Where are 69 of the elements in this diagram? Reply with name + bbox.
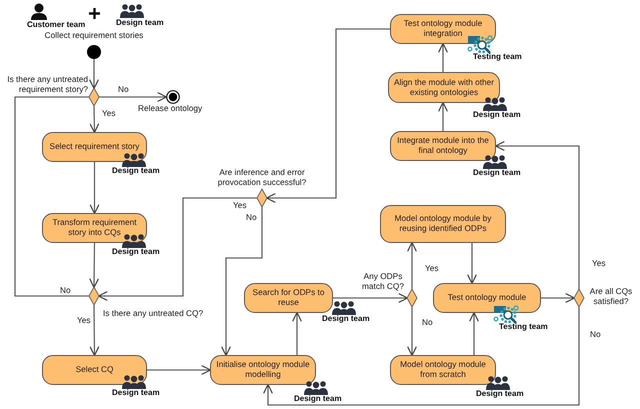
team-label: Design team	[473, 168, 521, 177]
team-label: Design team	[112, 247, 160, 256]
edge-label: No	[246, 212, 257, 222]
arrow	[468, 312, 480, 355]
decision-diamond	[257, 189, 267, 207]
initial-node	[87, 45, 101, 59]
arrow	[494, 140, 580, 289]
team-label: Testing team	[473, 52, 522, 61]
team-label: Design team	[322, 314, 370, 323]
arrow	[292, 312, 302, 355]
arrow	[266, 28, 390, 204]
activity-box: Integrate module into the final ontology	[390, 131, 496, 161]
activity-box: Align the module with other existing ontologies	[388, 72, 500, 103]
team-label: Design team	[473, 110, 521, 119]
edge-label: Yes	[592, 258, 606, 268]
decision-question: Are all CQs satisfied?	[588, 287, 634, 306]
activity-box: Search for ODPs to reuse	[244, 283, 333, 313]
arrow	[98, 197, 257, 302]
decision-question: Is there any untreated requirement story?	[6, 75, 88, 94]
activity-box: Transform requirement story into CQs	[42, 213, 147, 243]
node-caption: Collect requirement stories	[44, 31, 144, 41]
arrow	[333, 292, 408, 304]
decision-diamond	[89, 287, 99, 305]
decision-diamond	[89, 88, 99, 106]
team-label: Design team	[112, 388, 160, 397]
decision-diamond	[407, 289, 417, 307]
arrow	[262, 307, 580, 406]
arrow	[220, 207, 263, 356]
edge-label: Yes	[77, 315, 91, 325]
activity-box: Test ontology module	[433, 283, 541, 313]
arrow	[88, 59, 100, 90]
arrow	[89, 305, 100, 356]
edge-label: Yes	[233, 200, 247, 210]
edge-label: Yes	[102, 108, 116, 118]
activity-box: Select requirement story	[42, 132, 147, 162]
team-label: Design team	[476, 389, 524, 398]
activity-box: Model ontology module from scratch	[390, 355, 496, 385]
node-caption: Release ontology	[138, 104, 204, 114]
decision-question: Are inference and error provocation successful?	[216, 168, 308, 188]
arrow	[406, 242, 418, 289]
arrow	[89, 162, 100, 214]
team-label: Design team	[294, 394, 342, 403]
arrow	[89, 243, 100, 288]
final-node	[166, 90, 180, 104]
arrow	[466, 243, 478, 284]
arrow	[147, 364, 212, 376]
activity-box: Model ontology module by reusing identified ODPs	[380, 205, 506, 243]
edge-label: No	[590, 329, 601, 339]
team-label: Design team	[116, 18, 164, 27]
activity-box: Test ontology module integration	[390, 14, 496, 44]
activity-box: Select CQ	[42, 355, 147, 385]
decision-question: Is there any untreated CQ?	[103, 309, 204, 319]
team-label: Testing team	[499, 322, 548, 331]
edge-label: No	[60, 285, 71, 295]
arrow	[406, 307, 418, 356]
arrow	[438, 42, 448, 72]
decision-question: Any ODPs match CQ?	[361, 272, 405, 292]
activity-box: Initialise ontology module modelling	[210, 355, 316, 385]
edge-label: No	[118, 84, 129, 94]
arrow	[438, 102, 448, 131]
team-label: Customer team	[27, 20, 86, 29]
edge-label: Yes	[425, 263, 439, 273]
arrow	[99, 92, 168, 102]
edge-label: No	[422, 317, 433, 327]
arrow	[89, 106, 100, 134]
team-label: Design team	[112, 166, 160, 175]
arrow	[541, 292, 576, 304]
connector-line	[14, 96, 89, 297]
decision-diamond	[574, 289, 584, 307]
